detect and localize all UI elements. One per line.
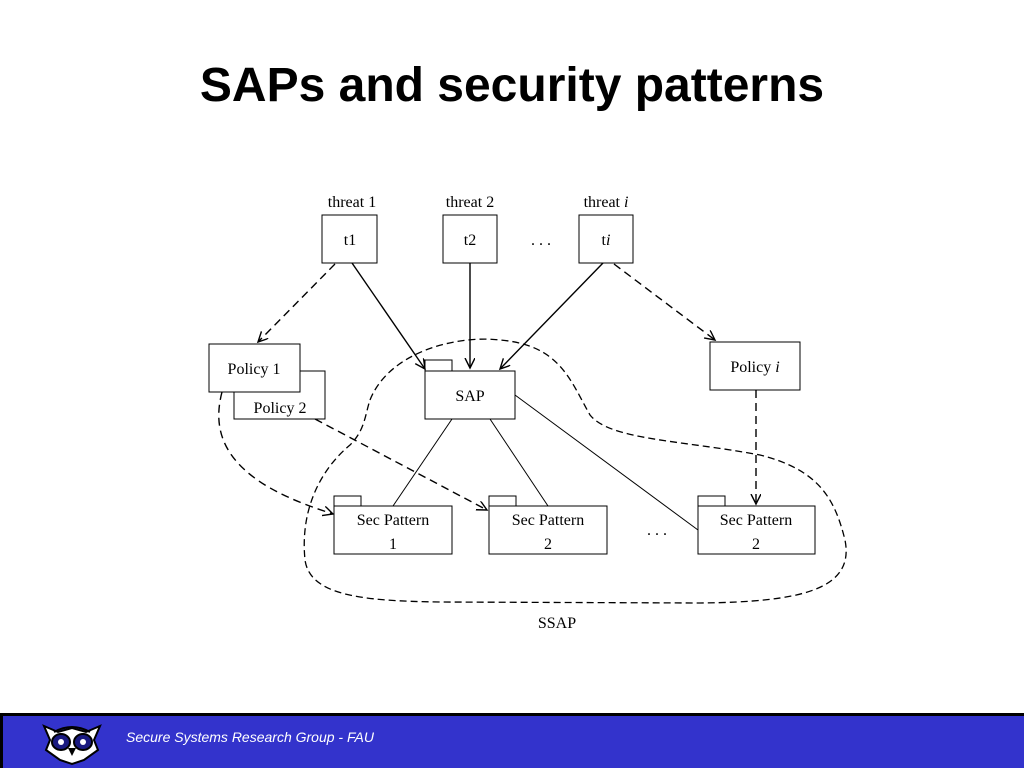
footer-edge — [0, 713, 3, 768]
policy-2-label: Policy 2 — [254, 400, 307, 417]
sec-pattern-n-line1: Sec Pattern — [720, 512, 792, 529]
patterns-ellipsis: . . . — [647, 522, 667, 539]
line-sap-pattern2 — [489, 418, 549, 507]
sap-label: SAP — [455, 388, 484, 405]
threat-box-ti: ti — [578, 214, 634, 264]
sec-pattern-n-line2: 2 — [752, 536, 760, 553]
sec-pattern-2: Sec Pattern 2 — [488, 495, 608, 555]
sap-diagram: threat 1 threat 2 threat i t1 t2 . . . t… — [208, 194, 847, 632]
threat-1-label: threat 1 — [328, 194, 376, 211]
sec-pattern-1: Sec Pattern 1 — [333, 495, 453, 555]
threat-2-label: threat 2 — [446, 194, 494, 211]
ssap-boundary — [303, 338, 847, 604]
line-sap-pattern1 — [392, 418, 453, 507]
sec-pattern-2-line2: 2 — [544, 536, 552, 553]
threat-i-label: threat i — [584, 194, 629, 211]
line-sap-patternn — [514, 394, 699, 531]
threats-ellipsis: . . . — [531, 232, 551, 249]
footer-bar — [0, 713, 1024, 768]
arrow-ti-policyi — [613, 263, 715, 340]
threat-box-t1-label: t1 — [344, 232, 356, 249]
footer-text: Secure Systems Research Group - FAU — [126, 729, 374, 745]
policy-1-label: Policy 1 — [228, 361, 281, 378]
threat-box-t1: t1 — [321, 214, 378, 264]
threat-box-ti-label: ti — [602, 232, 611, 249]
policy-1-box: Policy 1 — [208, 343, 301, 393]
policy-i-label: Policy i — [730, 359, 779, 376]
sec-pattern-2-line1: Sec Pattern — [512, 512, 584, 529]
arrow-t1-policy1 — [258, 263, 336, 342]
threat-box-t2-label: t2 — [464, 232, 476, 249]
sec-pattern-1-line2: 1 — [389, 536, 397, 553]
sec-pattern-1-line1: Sec Pattern — [357, 512, 429, 529]
sec-pattern-n: Sec Pattern 2 — [697, 495, 816, 555]
policy-i-box: Policy i — [709, 341, 801, 391]
arrow-policy2-pattern2 — [314, 418, 487, 510]
ssap-label: SSAP — [538, 615, 576, 632]
sap-package: SAP — [424, 359, 516, 420]
owl-logo-icon — [42, 724, 102, 766]
slide-title: SAPs and security patterns — [199, 59, 825, 112]
arrow-policy1-pattern1 — [218, 391, 333, 514]
arrow-ti-sap — [500, 262, 604, 369]
arrow-t1-sap — [351, 262, 425, 369]
threat-box-t2: t2 — [442, 214, 498, 264]
